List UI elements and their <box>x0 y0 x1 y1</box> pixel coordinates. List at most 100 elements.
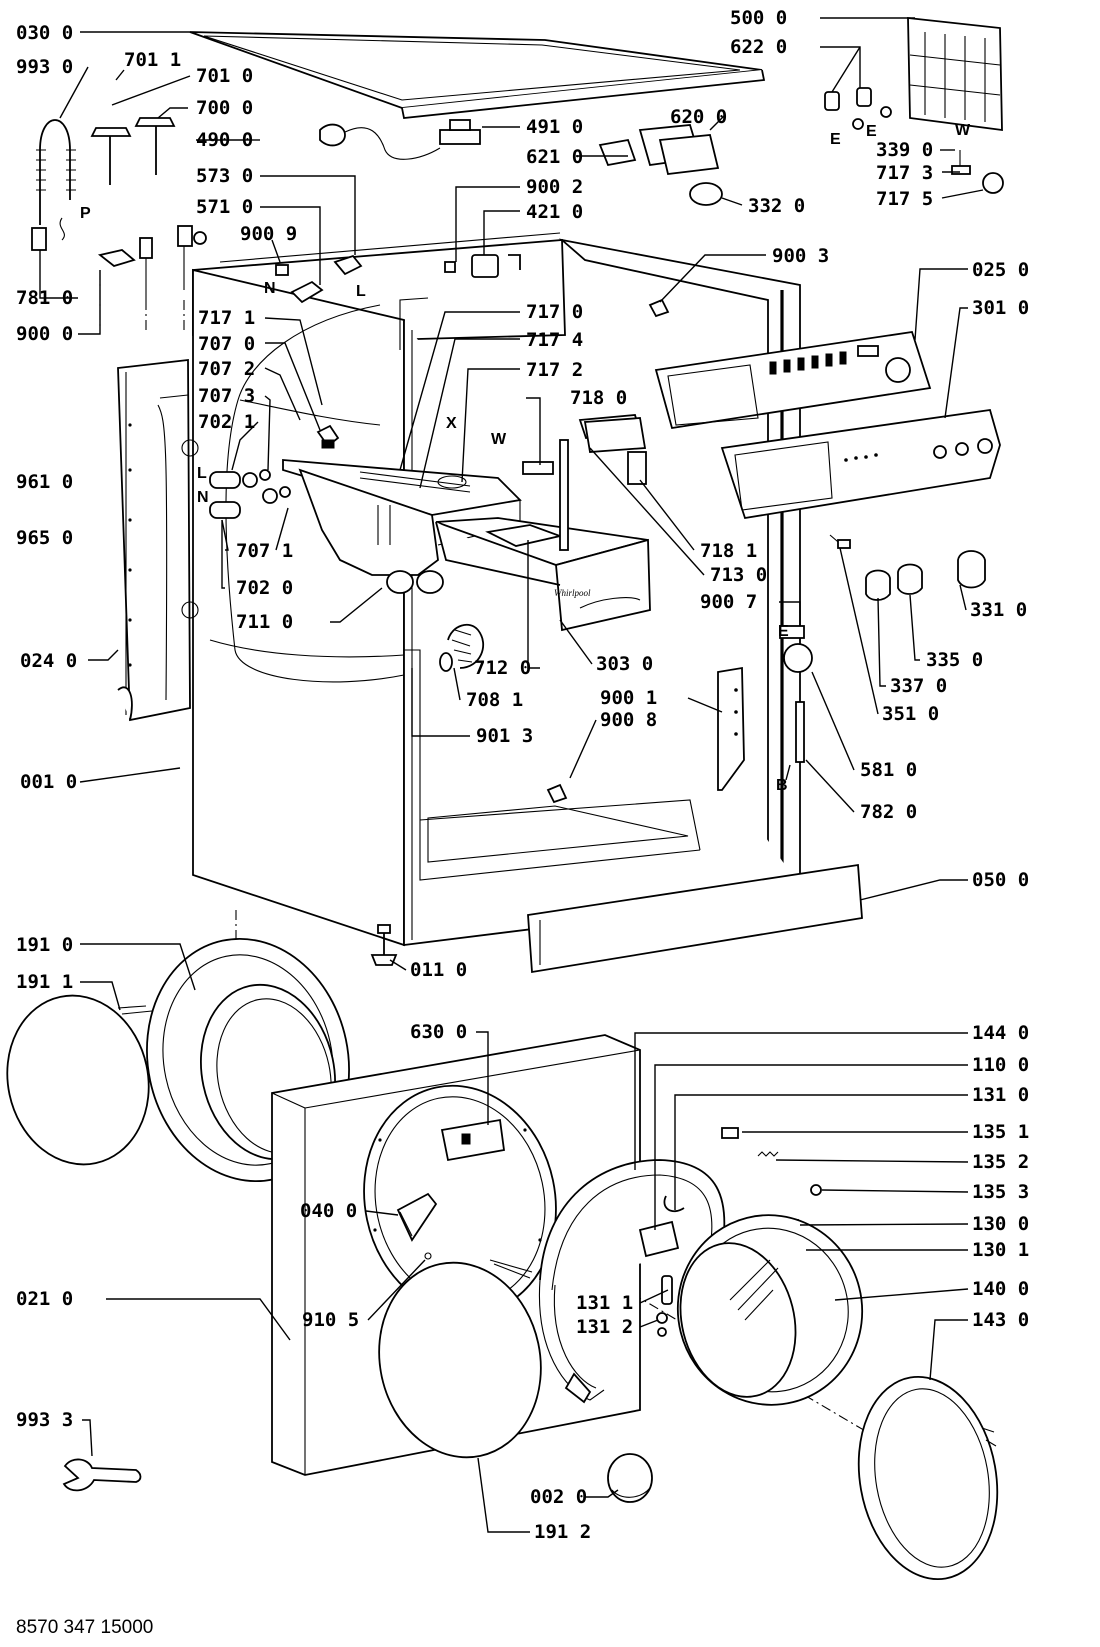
hose-parts <box>439 623 485 672</box>
label-708-1: 708 1 <box>466 689 523 711</box>
label-702-0: 702 0 <box>236 577 293 599</box>
mains-wiring <box>319 119 481 160</box>
dispenser-hardware <box>522 414 647 551</box>
side-bracket <box>717 666 745 791</box>
label-131-2: 131 2 <box>576 1316 633 1338</box>
label-702-1: 702 1 <box>198 411 255 433</box>
label-135-2: 135 2 <box>972 1151 1029 1173</box>
label-332-0: 332 0 <box>748 195 805 217</box>
control-fascia <box>720 408 1001 520</box>
label-781-0: 781 0 <box>16 287 73 309</box>
label-901-3: 901 3 <box>476 725 533 747</box>
label-711-0: 711 0 <box>236 611 293 633</box>
label-900-9: 900 9 <box>240 223 297 245</box>
label-335-0: 335 0 <box>926 649 983 671</box>
label-701-0: 701 0 <box>196 65 253 87</box>
label-135-3: 135 3 <box>972 1181 1029 1203</box>
label-040-0: 040 0 <box>300 1200 357 1222</box>
door-trim-ring <box>857 1375 999 1581</box>
label-712-0: 712 0 <box>474 657 531 679</box>
drawer-brand: Whirlpool <box>554 588 591 598</box>
pressure-switch <box>779 625 813 763</box>
letter-markers: P N L L N X W E E W E B <box>80 122 971 794</box>
label-135-1: 135 1 <box>972 1121 1029 1143</box>
label-191-0: 191 0 <box>16 934 73 956</box>
label-351-0: 351 0 <box>882 703 939 725</box>
label-630-0: 630 0 <box>410 1021 467 1043</box>
spanner-tool <box>62 1458 142 1492</box>
letter-b: B <box>776 777 788 794</box>
label-717-5: 717 5 <box>876 188 933 210</box>
label-965-0: 965 0 <box>16 527 73 549</box>
label-337-0: 337 0 <box>890 675 947 697</box>
letter-n-dispenser: N <box>197 489 209 506</box>
label-021-0: 021 0 <box>16 1288 73 1310</box>
label-303-0: 303 0 <box>596 653 653 675</box>
label-717-1: 717 1 <box>198 307 255 329</box>
letter-l-valve: L <box>356 283 366 300</box>
small-connectors <box>209 424 340 519</box>
label-961-0: 961 0 <box>16 471 73 493</box>
letter-w-dispenser: W <box>491 431 507 448</box>
label-130-1: 130 1 <box>972 1239 1029 1261</box>
label-718-1: 718 1 <box>700 540 757 562</box>
door-frame <box>538 1159 726 1404</box>
label-490-0: 490 0 <box>196 129 253 151</box>
label-620-0: 620 0 <box>670 106 727 128</box>
label-500-0: 500 0 <box>730 7 787 29</box>
label-701-1: 701 1 <box>124 49 181 71</box>
label-717-4: 717 4 <box>526 329 583 351</box>
label-717-0: 717 0 <box>526 301 583 323</box>
filter-cover <box>607 1453 653 1503</box>
label-110-0: 110 0 <box>972 1054 1029 1076</box>
control-panel-frame <box>654 330 932 430</box>
letter-x: X <box>446 415 457 432</box>
label-573-0: 573 0 <box>196 165 253 187</box>
leader-lines <box>39 17 984 1533</box>
front-panel <box>271 1034 641 1476</box>
label-025-0: 025 0 <box>972 259 1029 281</box>
label-700-0: 700 0 <box>196 97 253 119</box>
label-001-0: 001 0 <box>20 771 77 793</box>
letter-w-module: W <box>955 122 971 139</box>
label-050-0: 050 0 <box>972 869 1029 891</box>
label-421-0: 421 0 <box>526 201 583 223</box>
label-900-7: 900 7 <box>700 591 757 613</box>
label-143-0: 143 0 <box>972 1309 1029 1331</box>
label-718-0: 718 0 <box>570 387 627 409</box>
detergent-drawer <box>435 517 651 632</box>
label-621-0: 621 0 <box>526 146 583 168</box>
water-valve-parts <box>90 117 207 330</box>
label-707-1: 707 1 <box>236 540 293 562</box>
top-lid <box>189 31 766 119</box>
footer-code: 8570 347 15000 <box>16 1617 153 1638</box>
foot-screw <box>370 924 398 966</box>
label-717-2: 717 2 <box>526 359 583 381</box>
letter-e-left: E <box>830 131 841 148</box>
label-581-0: 581 0 <box>860 759 917 781</box>
label-622-0: 622 0 <box>730 36 787 58</box>
plinth <box>527 863 863 974</box>
label-993-0: 993 0 <box>16 56 73 78</box>
letter-e-right: E <box>866 123 877 140</box>
knobs <box>829 534 986 601</box>
label-717-3: 717 3 <box>876 162 933 184</box>
label-900-3: 900 3 <box>772 245 829 267</box>
dispenser-housing <box>282 459 522 594</box>
label-782-0: 782 0 <box>860 801 917 823</box>
porthole-window <box>676 1214 864 1406</box>
part-labels: 030 0 993 0 701 1 701 0 700 0 490 0 573 … <box>16 7 1029 1543</box>
label-910-5: 910 5 <box>302 1309 359 1331</box>
label-191-2: 191 2 <box>534 1521 591 1543</box>
label-030-0: 030 0 <box>16 22 73 44</box>
label-140-0: 140 0 <box>972 1278 1029 1300</box>
inlet-hose <box>31 119 76 251</box>
label-900-8: 900 8 <box>600 709 657 731</box>
label-339-0: 339 0 <box>876 139 933 161</box>
letter-n-valve: N <box>264 280 276 297</box>
letter-e-switch: E <box>778 623 789 640</box>
label-191-1: 191 1 <box>16 971 73 993</box>
label-900-2: 900 2 <box>526 176 583 198</box>
